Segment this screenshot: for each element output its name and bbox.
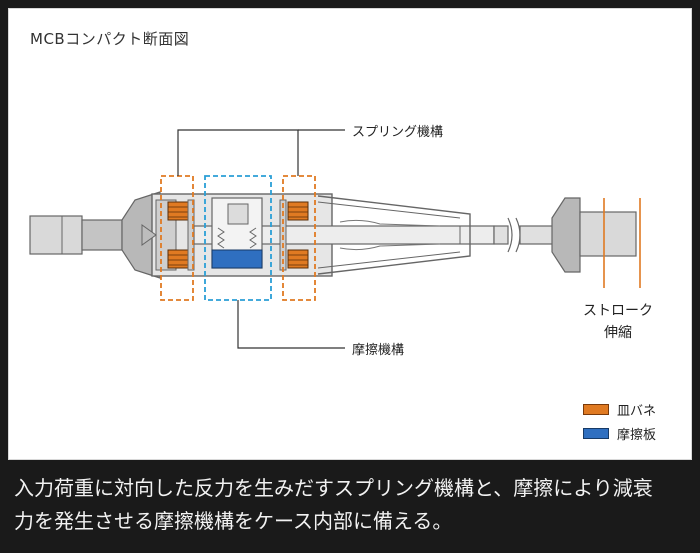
- friction-callout: [237, 300, 345, 349]
- spring-outline-right: [282, 175, 316, 301]
- diagram-title: MCBコンパクト断面図: [30, 30, 190, 48]
- legend-friction-plate-label: 摩擦板: [617, 428, 657, 443]
- stroke-markers: [603, 198, 641, 288]
- legend-disc-spring: 皿バネ: [583, 400, 656, 419]
- disc-springs-left: [167, 199, 195, 271]
- friction-mechanism-label: 摩擦機構: [352, 343, 405, 358]
- disc-spring-swatch: [583, 404, 609, 415]
- tapered-cover: [317, 195, 471, 275]
- friction-core: [211, 197, 263, 269]
- caption-line2: 力を発生させる摩擦機構をケース内部に備える。: [14, 509, 453, 533]
- legend-disc-spring-label: 皿バネ: [617, 404, 657, 419]
- caption-line1: 入力荷重に対向した反力を生みだすスプリング機構と、摩擦により減衰: [14, 476, 653, 500]
- spring-outline-left: [160, 175, 194, 301]
- right-rod: [493, 197, 637, 273]
- stroke-label: ストローク 伸縮: [583, 300, 653, 344]
- left-rod-end: [29, 191, 161, 279]
- friction-plate-swatch: [583, 428, 609, 439]
- stroke-label-line1: ストローク: [583, 303, 653, 319]
- spring-mechanism-label: スプリング機構: [352, 125, 444, 140]
- stroke-label-line2: 伸縮: [604, 325, 632, 341]
- caption: 入力荷重に対向した反力を生みだすスプリング機構と、摩擦により減衰 力を発生させる…: [14, 472, 694, 538]
- legend-friction-plate: 摩擦板: [583, 424, 656, 443]
- spring-callout: [177, 129, 345, 176]
- friction-outline: [204, 175, 272, 301]
